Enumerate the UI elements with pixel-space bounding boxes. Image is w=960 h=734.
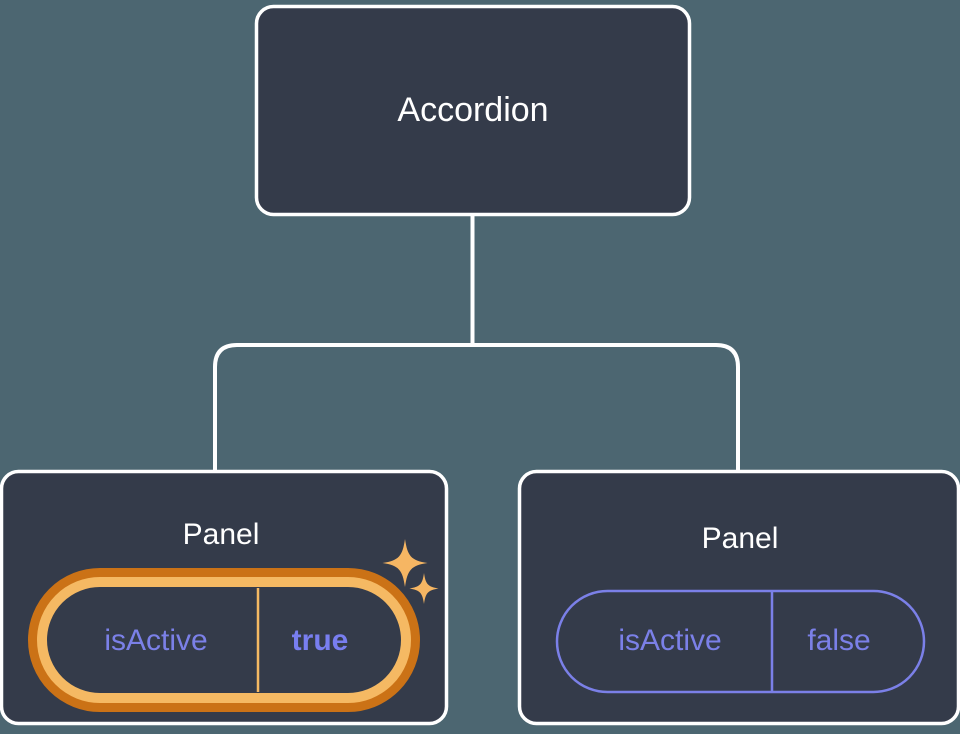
node-accordion[interactable]: Accordion (254, 4, 692, 217)
prop-pill-1-value: true (292, 624, 349, 657)
node-panel-2[interactable]: Panel isActive false (517, 469, 960, 726)
prop-pill-2-key: isActive (618, 624, 721, 657)
node-panel-1-label: Panel (183, 518, 260, 551)
node-accordion-box[interactable] (254, 4, 692, 217)
prop-pill-2-value: false (807, 624, 870, 657)
connector-branch-right (472, 343, 740, 472)
prop-pill-1-ring (28, 568, 420, 712)
sparkle-group (382, 539, 439, 604)
prop-pill-1-key: isActive (104, 624, 207, 657)
prop-pill-1[interactable]: isActive true (28, 568, 420, 712)
node-panel-2-label: Panel (702, 522, 779, 555)
prop-pill-2[interactable]: isActive false (555, 589, 926, 694)
node-accordion-label: Accordion (397, 91, 548, 129)
node-panel-1[interactable]: Panel isActive true (0, 469, 449, 726)
connector-group (213, 215, 740, 472)
connector-branch-left (213, 343, 473, 472)
prop-pill-1-border (37, 577, 411, 703)
prop-pill-2-border (555, 589, 926, 694)
node-panel-2-box[interactable] (517, 469, 960, 726)
sparkle-small-icon (409, 573, 439, 604)
sparkle-large-icon (382, 539, 428, 587)
